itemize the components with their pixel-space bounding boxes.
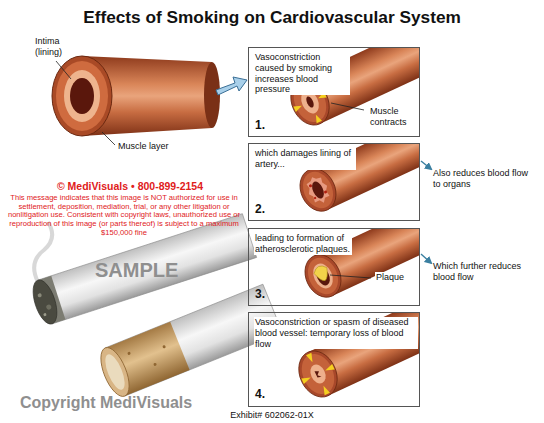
watermark: SAMPLE — [95, 258, 178, 282]
part-label: Muscle layer — [118, 141, 169, 152]
part-label: Intima (lining) — [35, 36, 83, 58]
cigarette-illustration — [28, 214, 282, 401]
pointer-arrow — [421, 161, 431, 169]
watermark: Copyright MediVisuals — [20, 393, 192, 412]
step-number: 1. — [255, 118, 265, 132]
panel-text: which damages lining of artery... — [254, 148, 356, 170]
panel-text: leading to formation of atherosclerotic … — [254, 233, 352, 255]
artery-illustration — [52, 56, 220, 136]
step-number: 3. — [255, 287, 265, 301]
panel-text: Vasoconstriction caused by smoking incre… — [254, 52, 350, 95]
step-number: 2. — [255, 202, 265, 216]
leader-line — [56, 61, 71, 79]
leader-line — [330, 275, 371, 278]
copyright-line: © MediVisuals • 800-899-2154 — [20, 180, 240, 193]
leader-line — [102, 132, 115, 145]
step-panel: which damages lining of artery... 2. — [248, 143, 420, 221]
copyright-notice: This message indicates that this image i… — [5, 194, 243, 238]
step-number: 4. — [255, 387, 265, 401]
panel-text: Vasoconstriction or spasm of diseased bl… — [254, 317, 418, 349]
flow-arrow — [216, 77, 247, 95]
step-panel: Vasoconstriction caused by smoking incre… — [248, 47, 420, 137]
side-note: Which further reduces blood flow — [433, 261, 533, 283]
part-label: Muscle contracts — [369, 106, 419, 128]
exhibit-number: Exhibit# 602062-01X — [222, 410, 322, 421]
diagram-title: Effects of Smoking on Cardiovascular Sys… — [0, 7, 544, 28]
part-label: Plaque — [375, 272, 405, 283]
leader-line — [331, 103, 364, 110]
pointer-arrow — [421, 254, 431, 263]
side-note: Also reduces blood flow to organs — [433, 168, 533, 190]
step-panel: Vasoconstriction or spasm of diseased bl… — [248, 312, 420, 407]
step-panel: leading to formation of atherosclerotic … — [248, 228, 420, 306]
